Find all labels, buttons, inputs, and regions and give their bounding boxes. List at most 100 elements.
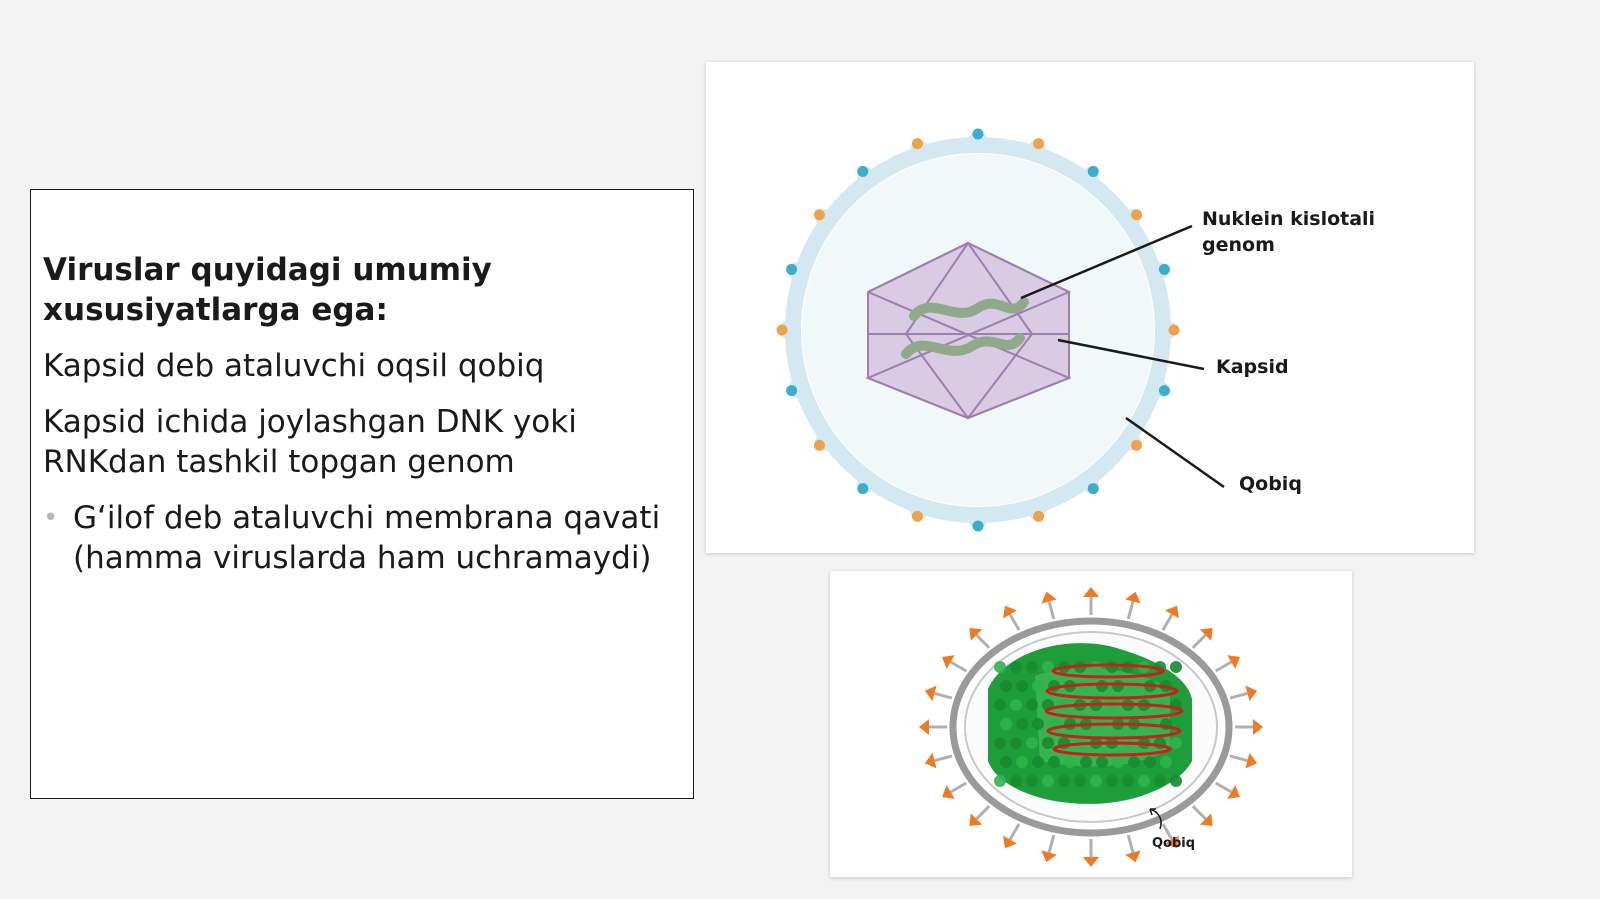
genome-strands [901,297,1029,359]
spike-head [942,785,955,799]
rna-helix [1044,663,1184,757]
spike-head [1199,628,1213,641]
slide-text-box: Viruslar quyidagi umumiy xususiyatlarga … [30,189,694,799]
envelope-spikes [776,128,1180,532]
spike-stalk [1229,691,1248,700]
spike-head [969,628,983,641]
spike-head [1041,591,1057,604]
capsid-bead [994,775,1006,787]
spike-tip [1087,165,1099,177]
spike-head [1227,655,1240,669]
genome-leader-line [1020,224,1193,300]
capsid-bead [1032,718,1044,730]
capsid-bead [1096,756,1108,768]
capsid-bead [1042,737,1054,749]
spike-stalk [1229,754,1248,763]
capsid-bead [1010,661,1022,673]
capsid-bead [1032,680,1044,692]
capsid-bead [1026,775,1038,787]
capsid-bead [1010,699,1022,711]
spike-stalk [934,691,953,700]
capsid-bead [1042,775,1054,787]
capsid-bead [1112,680,1124,692]
spike-tip [1131,439,1143,451]
capsid-bead [1064,756,1076,768]
spike-head [1165,605,1179,619]
capsid-bead [1016,718,1028,730]
spike-tip [1158,385,1170,397]
capsid-bead [1058,775,1070,787]
spike-tip [1131,209,1143,221]
spike-tip [786,385,798,397]
label-envelope-bottom: Qobiq [1152,836,1195,851]
capsid-bead [1170,661,1182,673]
spike-head [924,752,937,769]
capsid-bead [1032,756,1044,768]
spike-stalk [1047,834,1056,853]
spike-stalk [975,634,991,649]
capsid-bead [994,737,1006,749]
spike-stalk [1126,834,1135,853]
capsid-bead [1000,756,1012,768]
spike-head [969,813,983,826]
envelope-spikes-orange [919,587,1263,867]
capsid-bead [1160,756,1172,768]
capsid-bead [1010,737,1022,749]
spike-stalk [1214,660,1233,673]
enveloped-virus-svg: Qobiq [919,587,1263,867]
spike-stalk [949,660,968,673]
spike-tip [813,209,825,221]
spike-head [1125,591,1141,604]
label-envelope: Qobiq [1239,473,1302,495]
spike-tip [1087,483,1099,495]
capsid-bead [994,699,1006,711]
point-genome: Kapsid ichida joylashgan DNK yoki RNKdan… [43,404,577,480]
capsid-bead [1122,775,1134,787]
capsid-bead [1026,699,1038,711]
spike-tip [972,520,984,532]
capsid-bead [1016,680,1028,692]
capsid-bead [1080,756,1092,768]
spike-stalk [1126,601,1135,620]
spike-tip [786,263,798,275]
capsid-bead [1138,775,1150,787]
spike-stalk [934,754,953,763]
spike-tip [1033,510,1045,522]
virus-structure-diagram: Nuklein kislotali genom Kapsid Qobiq [706,62,1474,553]
capsid-bead [1090,775,1102,787]
spike-head [1083,587,1099,597]
spike-tip [1168,324,1180,336]
spike-head [919,719,929,735]
spike-tip [911,510,923,522]
capsid-bead [1106,775,1118,787]
capsid-bead [1026,737,1038,749]
capsid-bead [1016,756,1028,768]
spike-head [1227,785,1240,799]
capsid-bead [1026,661,1038,673]
spike-head [1125,850,1141,863]
capsid-bead [1000,718,1012,730]
spike-head [1245,752,1258,769]
spike-head [1199,813,1213,826]
label-arrow-head [1149,808,1156,816]
spike-tip [857,165,869,177]
slide-heading: Viruslar quyidagi umumiy xususiyatlarga … [43,252,492,328]
spike-stalk [1008,823,1021,841]
capsid-bead [1096,680,1108,692]
capsid-bead [994,661,1006,673]
spike-head [1165,835,1179,849]
spike-head [1083,857,1099,867]
spike-tip [813,439,825,451]
spike-head [1003,835,1017,849]
spike-stalk [975,805,991,820]
spike-head [924,685,937,702]
point-capsid: Kapsid deb ataluvchi oqsil qobiq [43,348,545,384]
spike-tip [857,483,869,495]
capsid-bead [1000,680,1012,692]
spike-tip [776,324,788,336]
envelope-leader-line [1125,416,1225,489]
capsid-bead [1170,775,1182,787]
capsid-bead [1090,661,1102,673]
capsid-bead [1106,661,1118,673]
capsid-bead [1074,775,1086,787]
